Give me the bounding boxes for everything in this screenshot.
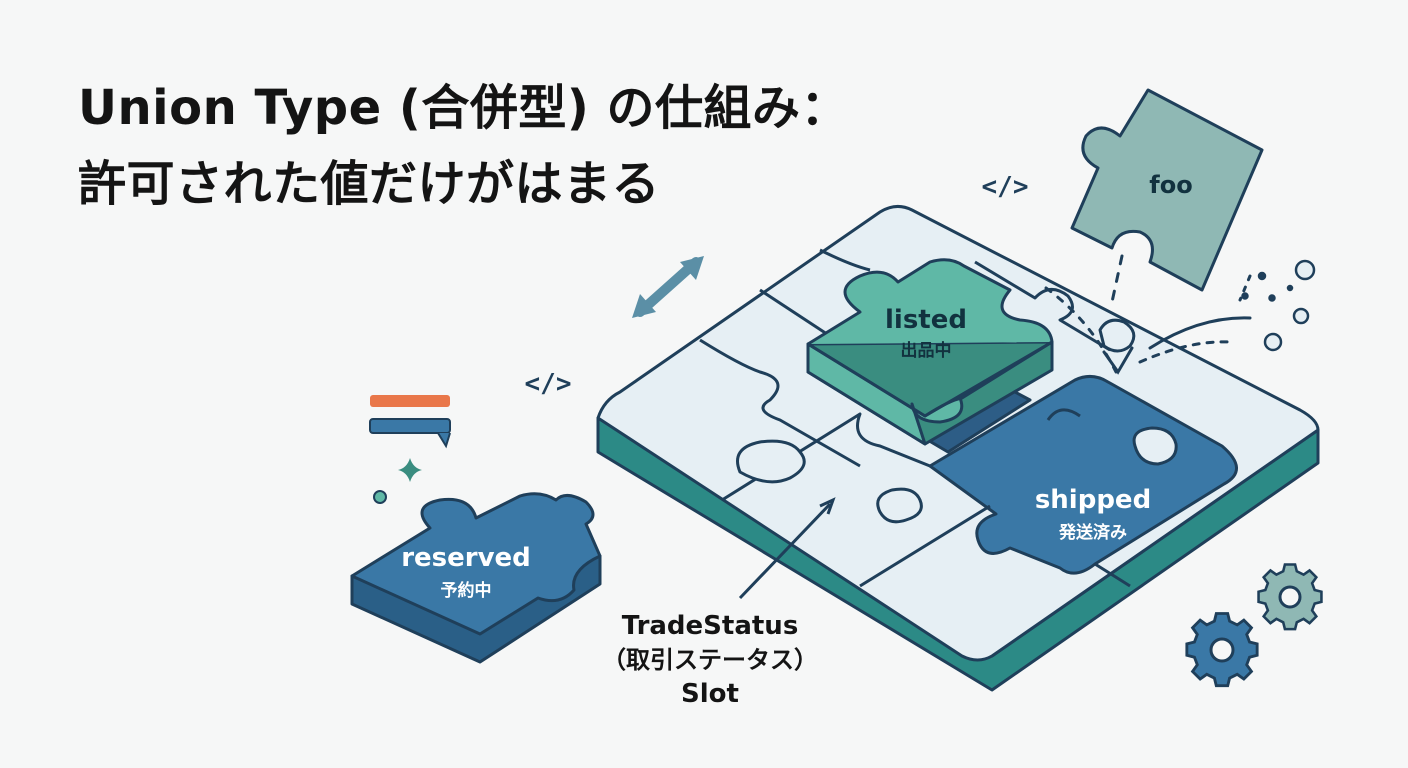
board-knob: [876, 487, 923, 524]
chat-bubble-icon: [369, 395, 451, 449]
double-arrow-icon: [632, 256, 704, 318]
listed-label: listed: [885, 305, 967, 335]
gear-icon: [1185, 612, 1259, 688]
foo-piece-shape: [1070, 88, 1264, 292]
code-tag-icon: </>: [982, 172, 1029, 202]
foo-piece: foo: [1070, 88, 1264, 292]
shipped-sublabel: 発送済み: [1058, 522, 1127, 543]
shipped-label: shipped: [1035, 485, 1151, 515]
slot-caption-line-3: Slot: [681, 679, 739, 709]
title-line-1: Union Type (合併型) の仕組み：: [78, 80, 850, 136]
foo-label: foo: [1149, 171, 1192, 199]
board-knob: [736, 439, 806, 484]
reserved-label: reserved: [401, 543, 531, 573]
title-line-2: 許可された値だけがはまる: [78, 156, 661, 212]
listed-sublabel: 出品中: [901, 340, 952, 361]
sparkle-icon: [398, 458, 422, 482]
listed-piece: listed 出品中: [806, 258, 1054, 446]
board-knob: [1132, 426, 1178, 466]
reserved-sublabel: 予約中: [441, 580, 492, 601]
reserved-piece-top: [350, 492, 602, 636]
slot-caption: TradeStatus （取引ステータス） Slot: [602, 611, 818, 709]
gear-icon: [1257, 563, 1323, 631]
slot-caption-line-2: （取引ステータス）: [602, 646, 818, 674]
slot-caption-line-1: TradeStatus: [622, 611, 799, 641]
dot-icon: [373, 490, 387, 504]
shipped-slot: [928, 375, 1238, 575]
code-tag-icon: </>: [525, 369, 572, 399]
board-knob: [1098, 318, 1136, 353]
page-title: Union Type (合併型) の仕組み： 許可された値だけがはまる: [78, 70, 849, 222]
rejection-motion-lines: [1044, 254, 1252, 375]
slot-pointer-arrow: [738, 497, 836, 600]
reserved-piece: reserved 予約中: [350, 492, 602, 664]
bubbles-decoration: [1241, 259, 1316, 352]
